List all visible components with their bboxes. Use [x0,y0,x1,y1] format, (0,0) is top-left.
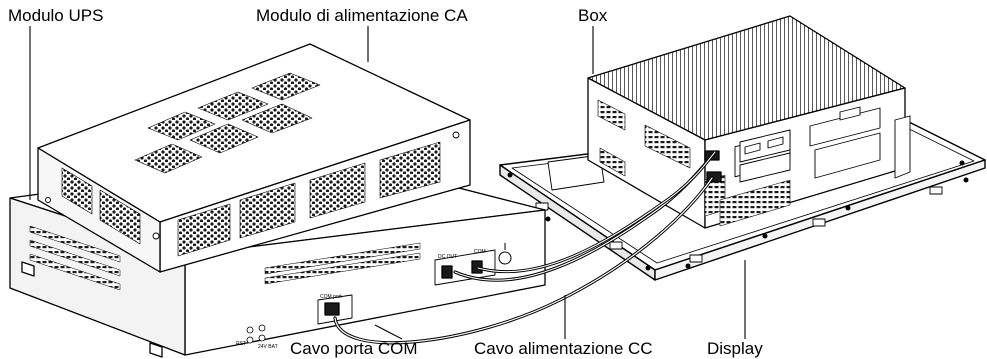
ac-power-module [37,43,471,273]
leader-com [374,324,403,340]
dc-out-mark: DC OUT [438,254,457,260]
label-display: Display [707,339,763,358]
cables [333,150,717,345]
label-dc-cable: Cavo alimentazione CC [474,339,653,358]
label-ac-power-module: Modulo di alimentazione CA [256,6,468,25]
com-mark: COM [474,249,486,255]
bat-mark: 24V BAT [258,344,278,350]
leader-lines [29,26,746,340]
label-ups-module: Modulo UPS [8,6,104,25]
label-box: Box [578,6,608,25]
com-port-mark: COM port [320,294,342,300]
rst-mark: RST [236,341,246,347]
box-unit [587,15,911,229]
label-com-cable: Cavo porta COM [290,339,418,358]
